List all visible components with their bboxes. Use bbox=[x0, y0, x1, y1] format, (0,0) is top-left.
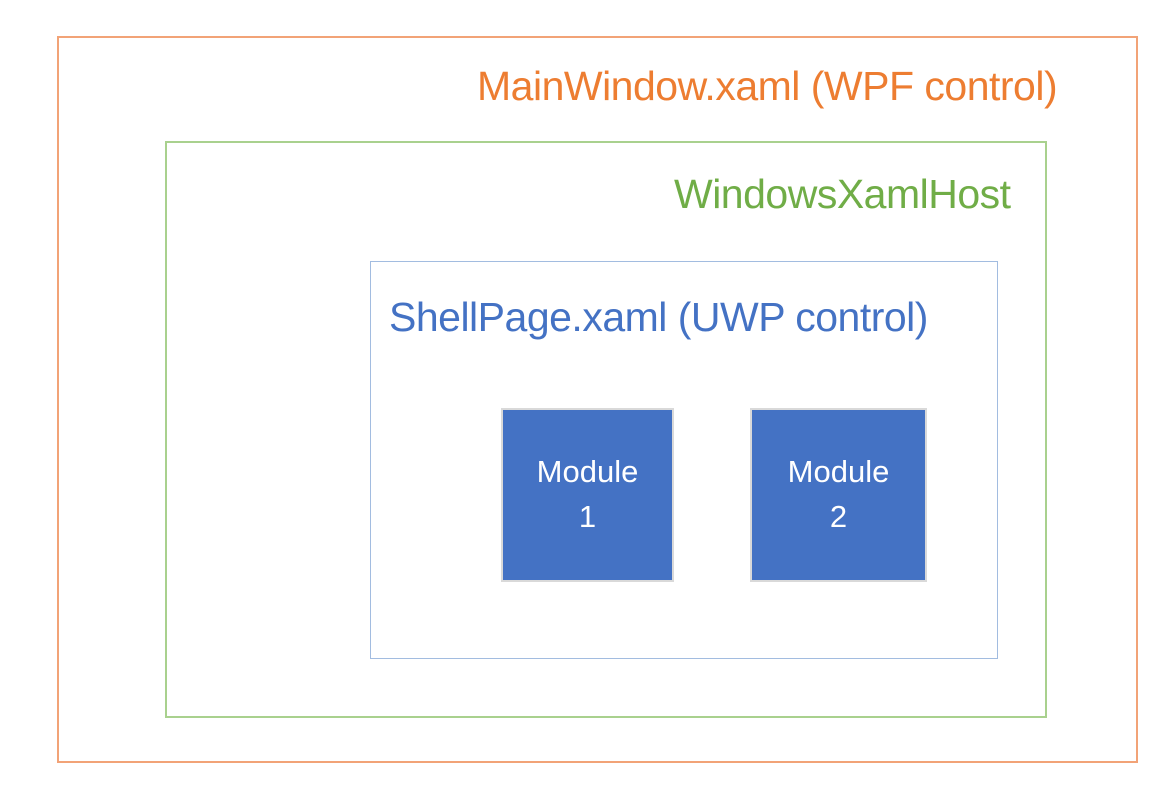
shell-page-label: ShellPage.xaml (UWP control) bbox=[389, 294, 928, 340]
module-1-box: Module 1 bbox=[501, 408, 674, 582]
windows-xaml-host-box bbox=[165, 141, 1047, 718]
main-window-label: MainWindow.xaml (WPF control) bbox=[477, 63, 1058, 109]
module-2-label-line-2: 2 bbox=[829, 499, 848, 534]
module-1-label-line-2: 1 bbox=[578, 499, 597, 534]
shell-page-box bbox=[370, 261, 998, 659]
module-2-box: Module 2 bbox=[750, 408, 927, 582]
module-2-label-line-1: Module bbox=[787, 454, 890, 490]
main-window-box bbox=[57, 36, 1138, 763]
module-1-label-line-1: Module bbox=[536, 454, 639, 490]
windows-xaml-host-label: WindowsXamlHost bbox=[674, 171, 1011, 217]
